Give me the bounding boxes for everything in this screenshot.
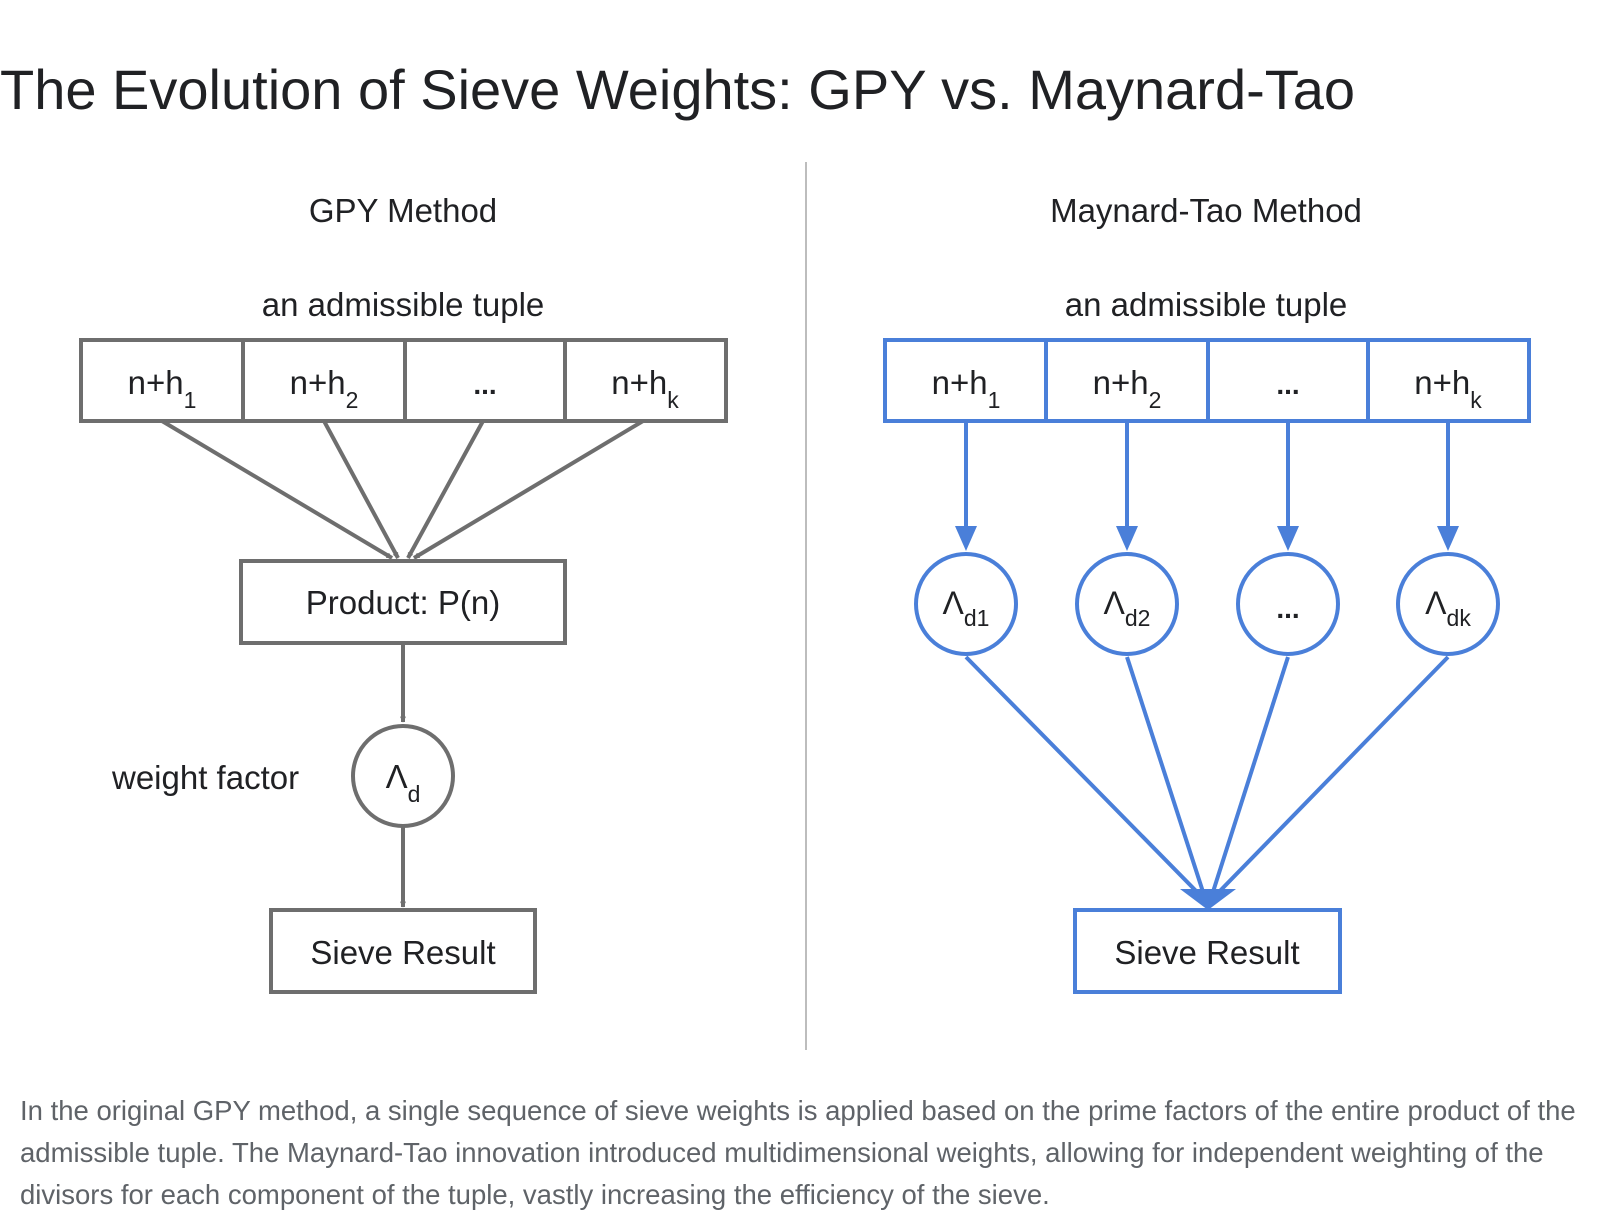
mt-tuple-label: an admissible tuple: [1065, 286, 1348, 323]
gpy-arrow-2: [322, 420, 400, 559]
gpy-weight-label: weight factor: [111, 759, 299, 796]
gpy-arrow-3: [406, 420, 485, 559]
mt-result-box: [1073, 908, 1342, 994]
mt-arrow-converge-3: [1210, 656, 1290, 896]
mt-arrowhead-2: [1116, 526, 1138, 551]
gpy-tuple-text-3: ...: [473, 369, 496, 400]
mt-result-label: Sieve Result: [1114, 934, 1299, 971]
mt-weight-symbol-2: Λd2: [1104, 585, 1151, 631]
gpy-result-box: [269, 908, 537, 994]
mt-tuple-text-2: n+h2: [1093, 364, 1162, 413]
mt-weight-node-4: [1396, 552, 1500, 656]
mt-result-arrowhead: [1180, 889, 1236, 910]
gpy-arrow-1: [160, 419, 394, 560]
mt-weight-node-3: [1236, 552, 1340, 656]
mt-weight-node-1: [914, 552, 1018, 656]
caption: In the original GPY method, a single seq…: [20, 1095, 1576, 1210]
mt-weight-symbol-4: Λdk: [1425, 585, 1471, 631]
mt-arrow-converge-4: [1214, 655, 1450, 897]
mt-weight-node-2: [1075, 552, 1179, 656]
gpy-heading: GPY Method: [309, 192, 497, 229]
mt-arrowhead-4: [1437, 526, 1459, 551]
gpy-tuple-text-4: n+hk: [611, 364, 679, 413]
mt-tuple-text-4: n+hk: [1414, 364, 1482, 413]
gpy-panel: GPY Method an admissible tuple n+h1 n+h2…: [79, 192, 728, 994]
mt-heading: Maynard-Tao Method: [1050, 192, 1362, 229]
mt-arrow-converge-2: [1125, 656, 1206, 896]
mt-arrowhead-3: [1277, 526, 1299, 551]
mt-weight-symbol-3: ...: [1276, 593, 1299, 624]
mt-weight-symbol-1: Λd1: [943, 585, 990, 631]
page-title: The Evolution of Sieve Weights: GPY vs. …: [0, 58, 1356, 121]
gpy-weight-symbol: Λd: [386, 758, 421, 807]
sieve-weights-diagram: GPY Method an admissible tuple n+h1 n+h2…: [79, 162, 1531, 1050]
gpy-arrow-4: [412, 419, 645, 560]
gpy-tuple-text-1: n+h1: [128, 364, 197, 413]
mt-panel: Maynard-Tao Method an admissible tuple n…: [883, 192, 1531, 994]
mt-arrowhead-1: [955, 526, 977, 551]
gpy-tuple-label: an admissible tuple: [262, 286, 545, 323]
mt-tuple-text-1: n+h1: [932, 364, 1001, 413]
mt-arrow-converge-1: [964, 655, 1202, 897]
mt-tuple-text-3: ...: [1276, 369, 1299, 400]
gpy-result-label: Sieve Result: [310, 934, 495, 971]
gpy-tuple-text-2: n+h2: [290, 364, 359, 413]
gpy-tuple-cell-4: [563, 338, 728, 423]
gpy-product-label: Product: P(n): [306, 584, 500, 621]
